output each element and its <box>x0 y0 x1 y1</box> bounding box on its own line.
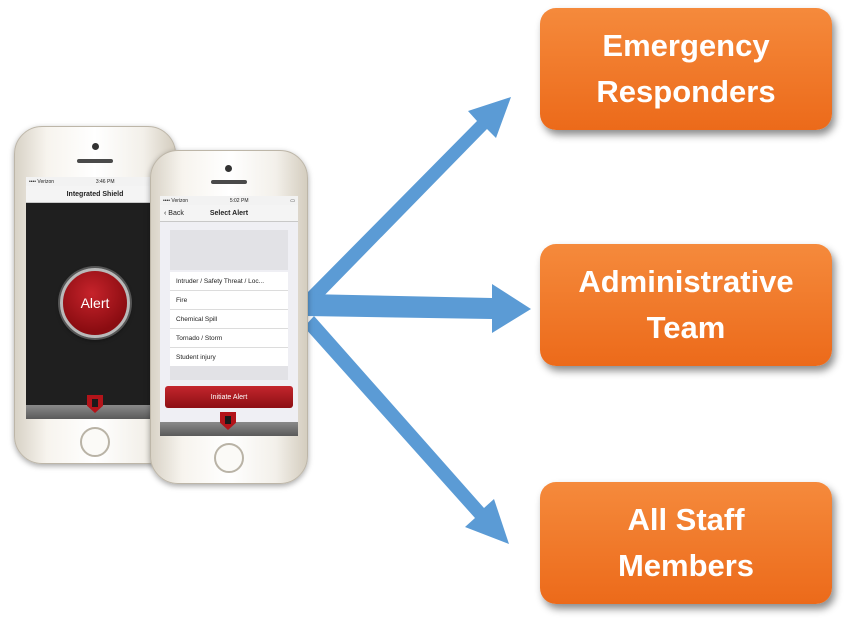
time-label: 3:46 PM <box>95 178 115 185</box>
battery-icon: ▭ <box>290 197 295 204</box>
list-item[interactable]: Fire <box>170 291 288 310</box>
speaker-grille <box>77 159 113 163</box>
alert-options-list: Intruder / Safety Threat / Loc... Fire C… <box>170 272 288 367</box>
back-button[interactable]: ‹ Back <box>160 210 184 217</box>
carrier-label: •••• Verizon <box>29 178 55 185</box>
back-label: Back <box>168 209 184 217</box>
arrow-to-emergency-responders <box>304 97 511 306</box>
arrow-to-administrative-team <box>306 284 531 333</box>
target-line: Members <box>617 548 755 583</box>
status-bar: •••• Verizon 3:46 PM ▭ <box>26 177 164 186</box>
target-all-staff-members: All Staff Members <box>540 482 832 604</box>
carrier-label: •••• Verizon <box>163 197 189 204</box>
initiate-alert-label: Initiate Alert <box>210 393 248 401</box>
footer-placeholder <box>170 366 288 380</box>
chevron-left-icon: ‹ <box>164 209 169 217</box>
camera-icon <box>92 143 99 150</box>
phone-front-screen: •••• Verizon 5:02 PM ▭ ‹ Back Select Ale… <box>160 196 298 436</box>
target-line: Team <box>646 310 726 345</box>
header-placeholder <box>170 230 288 270</box>
target-line: Emergency <box>602 28 770 63</box>
camera-icon <box>225 165 232 172</box>
shield-logo-icon <box>87 395 103 413</box>
list-item[interactable]: Intruder / Safety Threat / Loc... <box>170 272 288 291</box>
target-administrative-team: Administrative Team <box>540 244 832 366</box>
home-button[interactable] <box>214 443 244 473</box>
shield-logo-icon <box>220 412 236 430</box>
speaker-grille <box>211 180 247 184</box>
initiate-alert-button[interactable]: Initiate Alert <box>165 386 293 408</box>
arrow-to-all-staff <box>304 316 509 544</box>
alert-button[interactable]: Alert <box>60 268 130 338</box>
list-item[interactable]: Tornado / Storm <box>170 329 288 348</box>
alert-button-label: Alert <box>80 295 110 311</box>
list-item[interactable]: Chemical Spill <box>170 310 288 329</box>
time-label: 5:02 PM <box>229 197 249 204</box>
status-bar: •••• Verizon 5:02 PM ▭ <box>160 196 298 205</box>
target-emergency-responders: Emergency Responders <box>540 8 832 130</box>
phone-back: •••• Verizon 3:46 PM ▭ Integrated Shield… <box>14 126 176 464</box>
target-line: Responders <box>596 74 776 109</box>
list-item[interactable]: Student injury <box>170 348 288 367</box>
app-title: Integrated Shield <box>66 190 124 198</box>
phone-back-screen: •••• Verizon 3:46 PM ▭ Integrated Shield… <box>26 177 164 419</box>
nav-bar: ‹ Back Select Alert <box>160 205 298 222</box>
screen-title: Select Alert <box>209 209 249 217</box>
home-button[interactable] <box>80 427 110 457</box>
nav-bar: Integrated Shield <box>26 186 164 203</box>
target-line: All Staff <box>627 502 745 537</box>
target-line: Administrative <box>578 264 794 299</box>
phone-front: •••• Verizon 5:02 PM ▭ ‹ Back Select Ale… <box>150 150 308 484</box>
